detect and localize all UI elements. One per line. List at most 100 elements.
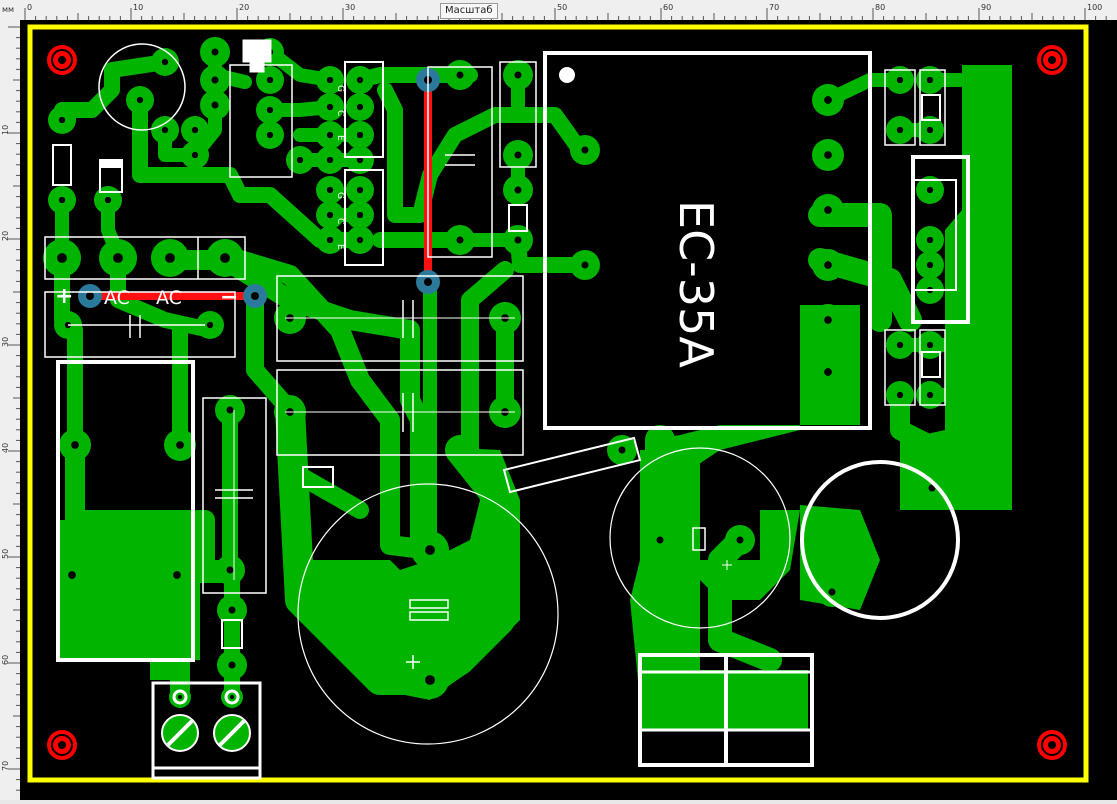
silkscreen xyxy=(44,39,970,780)
pad-hole xyxy=(206,321,214,329)
ruler-top-label: 10 xyxy=(133,3,143,12)
ruler-top-label: 50 xyxy=(557,3,567,12)
mounting-hole-ring xyxy=(51,734,73,756)
mounting-hole-center xyxy=(1048,741,1056,749)
pad-hole xyxy=(266,76,274,84)
pad-hole xyxy=(824,261,832,269)
ic-pin-label: C xyxy=(335,110,345,116)
mounting-hole-center xyxy=(58,56,66,64)
ruler-top-label: 30 xyxy=(345,3,355,12)
ruler-left-label: 60 xyxy=(1,655,10,665)
pad-hole xyxy=(824,151,832,159)
pad-hole xyxy=(136,96,144,104)
pad-hole xyxy=(226,566,234,574)
ruler-top: 0102030405060708090100 xyxy=(0,0,1117,21)
ruler-top-label: 100 xyxy=(1087,3,1102,12)
pad-hole xyxy=(926,186,934,194)
pad-hole xyxy=(176,441,184,449)
pad-hole xyxy=(173,571,181,579)
pad-hole xyxy=(656,536,664,544)
ic-pin-label: C xyxy=(335,218,345,224)
pad-hole xyxy=(191,126,199,134)
unit-label: мм xyxy=(2,5,15,14)
mounting-hole-ring xyxy=(51,49,73,71)
ruler-top-label: 0 xyxy=(27,3,32,12)
connector-label-ac1: AC xyxy=(104,287,130,309)
pad-hole xyxy=(356,186,364,194)
pad-hole xyxy=(926,391,934,399)
ruler-left-label: 50 xyxy=(1,549,10,559)
pad-hole xyxy=(161,126,169,134)
pad-hole xyxy=(824,96,832,104)
mounting-hole-ring xyxy=(1041,734,1063,756)
pad-hole xyxy=(425,545,435,555)
pad-hole xyxy=(356,76,364,84)
module-pin1-dot xyxy=(559,67,575,83)
terminal-screws xyxy=(161,689,251,752)
connector-label-ac2: AC xyxy=(156,287,182,309)
pad-hole xyxy=(824,368,832,376)
pad-hole xyxy=(165,253,175,263)
pad-hole xyxy=(514,71,522,79)
pad-hole xyxy=(896,76,904,84)
pad-hole xyxy=(736,536,744,544)
ruler-left-label: 20 xyxy=(1,231,10,241)
pad-hole xyxy=(58,196,66,204)
pad-hole xyxy=(326,186,334,194)
pad-hole xyxy=(326,156,334,164)
pad-hole xyxy=(456,236,464,244)
pad-hole xyxy=(926,341,934,349)
pad-hole xyxy=(581,146,589,154)
pad-hole xyxy=(824,316,832,324)
pad-hole xyxy=(356,236,364,244)
board-edge xyxy=(27,24,1089,783)
mounting-hole-center xyxy=(58,741,66,749)
pad-hole xyxy=(266,131,274,139)
mounting-hole-center xyxy=(1048,56,1056,64)
mounting-hole-ring xyxy=(1041,49,1063,71)
pad-hole xyxy=(191,151,199,159)
pad-hole xyxy=(226,406,234,414)
pad-hole xyxy=(828,588,836,596)
ruler-top-label: 70 xyxy=(769,3,779,12)
ruler-top-label: 20 xyxy=(239,3,249,12)
connector-label-plus: + xyxy=(55,284,73,309)
pad-hole xyxy=(356,131,364,139)
ruler-left-label: 10 xyxy=(1,125,10,135)
pad-hole xyxy=(926,76,934,84)
ruler-top-label: 80 xyxy=(875,3,885,12)
pad-hole xyxy=(896,341,904,349)
ruler-top-label: 90 xyxy=(981,3,991,12)
pad-hole xyxy=(896,391,904,399)
module-outline xyxy=(543,51,872,430)
pad-hole xyxy=(68,571,76,579)
scale-label[interactable]: Масштаб xyxy=(440,3,498,19)
ruler-top-scale: 0102030405060708090100 xyxy=(24,3,1107,20)
ruler-left-label: 70 xyxy=(1,761,10,771)
pad-hole xyxy=(356,156,364,164)
pad-hole xyxy=(104,196,112,204)
ruler-left-label: 30 xyxy=(1,337,10,347)
pad-hole xyxy=(514,236,522,244)
mounting-holes xyxy=(47,45,1067,760)
pad-hole xyxy=(326,103,334,111)
pad-hole xyxy=(113,253,123,263)
pad-hole xyxy=(57,253,67,263)
pad-hole xyxy=(326,211,334,219)
pad-hole xyxy=(296,156,304,164)
pad-hole xyxy=(514,186,522,194)
pad-hole xyxy=(326,236,334,244)
pad-hole xyxy=(228,661,236,669)
pad-hole xyxy=(618,446,626,454)
connector-label-minus: − xyxy=(220,285,238,310)
pad-hole xyxy=(177,694,183,700)
pad-hole xyxy=(71,441,79,449)
pad-hole xyxy=(211,48,219,56)
pad-hole xyxy=(356,103,364,111)
module-label: EC-35A xyxy=(669,200,723,368)
